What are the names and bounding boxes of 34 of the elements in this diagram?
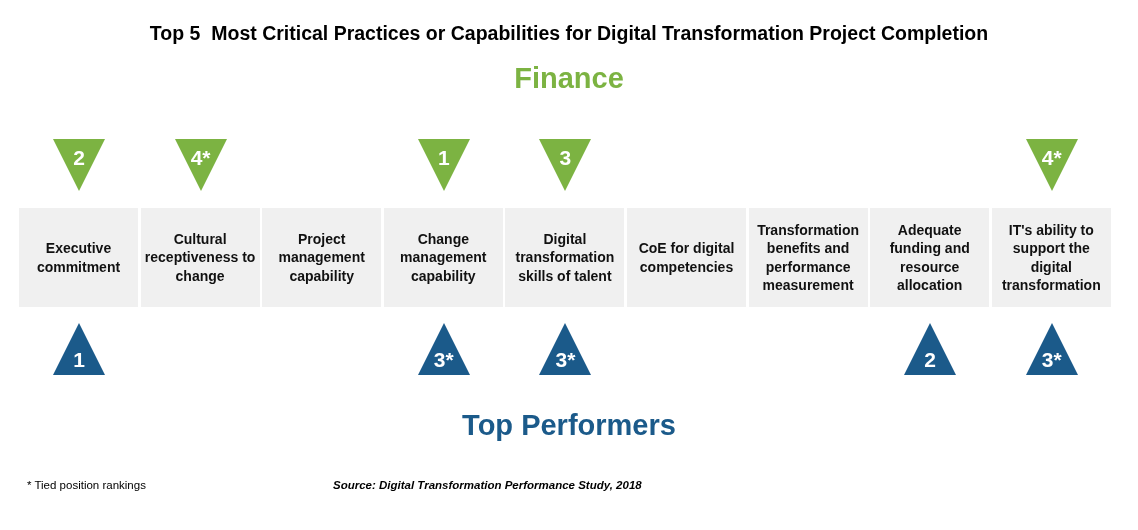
up-triangle bbox=[417, 323, 470, 375]
up-triangle bbox=[539, 323, 592, 375]
capability-label: Digital transformation skills of talent bbox=[514, 230, 616, 285]
rank-number: 3* bbox=[1040, 348, 1063, 372]
capability-label: Executive commitment bbox=[35, 239, 122, 276]
capability-label: Change management capability bbox=[399, 230, 488, 285]
rank-number: 1 bbox=[72, 348, 86, 372]
up-triangle bbox=[904, 323, 957, 375]
down-triangle bbox=[1025, 139, 1078, 191]
capability-label: Cultural receptiveness to change bbox=[144, 230, 256, 285]
capability-label: Transformation benefits and performance measurement bbox=[756, 221, 861, 294]
down-triangle bbox=[417, 139, 470, 191]
chart-title: Top 5 Most Critical Practices or Capabilities for Digital Transformation Project Completion bbox=[148, 22, 990, 45]
capability-label: IT's ability to support the digital transformation bbox=[1000, 221, 1102, 294]
rank-number: 3* bbox=[554, 348, 577, 372]
rank-number: 4* bbox=[189, 146, 212, 170]
rank-number: 3* bbox=[432, 348, 455, 372]
rank-number: 1 bbox=[436, 146, 451, 170]
group-heading: Finance bbox=[513, 62, 625, 95]
rank-number: 2 bbox=[72, 146, 86, 170]
rank-number: 2 bbox=[923, 348, 938, 372]
group-heading: Top Performers bbox=[461, 409, 677, 442]
up-triangle bbox=[53, 323, 105, 375]
up-triangle bbox=[1025, 323, 1078, 375]
down-triangle bbox=[539, 139, 592, 191]
rank-number: 4* bbox=[1040, 146, 1063, 170]
source-note: Source: Digital Transformation Performance Study, 2018 bbox=[333, 479, 642, 491]
down-triangle bbox=[174, 139, 227, 191]
capability-label: Adequate funding and resource allocation bbox=[888, 221, 971, 294]
capability-label: Project management capability bbox=[277, 230, 366, 285]
capability-label: CoE for digital competencies bbox=[637, 239, 736, 276]
footnote: * Tied position rankings bbox=[27, 479, 146, 491]
down-triangle bbox=[53, 139, 105, 191]
rank-number: 3 bbox=[558, 146, 573, 170]
